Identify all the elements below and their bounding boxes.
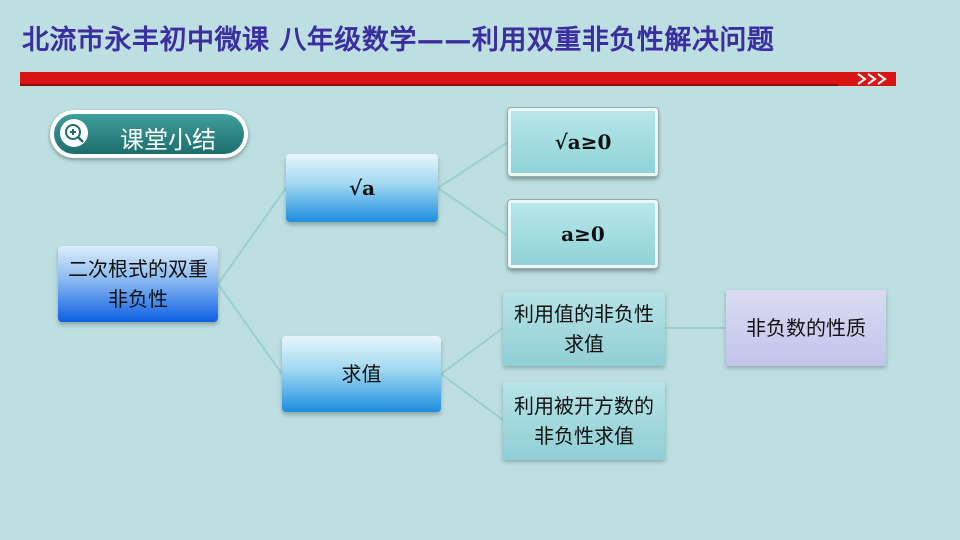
- section-badge: 课堂小结: [50, 110, 248, 158]
- node-use-radicand-nonnegativity: 利用被开方数的非负性求值: [503, 382, 665, 460]
- arrow-decoration-icon: [838, 72, 896, 86]
- node-a-nonnegative: a≥0: [508, 200, 658, 268]
- root-node: 二次根式的双重非负性: [58, 246, 218, 322]
- node-use-value-nonnegativity: 利用值的非负性求值: [503, 292, 665, 366]
- header-divider-bar: [20, 72, 846, 86]
- page-title: 北流市永丰初中微课 八年级数学——利用双重非负性解决问题: [22, 25, 775, 56]
- node-nonnegative-property: 非负数的性质: [726, 290, 886, 366]
- node-sqrt-a-nonnegative: √a≥0: [508, 108, 658, 176]
- node-sqrt-a: √a: [286, 154, 438, 222]
- zoom-in-icon: [60, 119, 88, 147]
- section-label: 课堂小结: [120, 126, 216, 154]
- node-qiuzhi: 求值: [282, 336, 441, 412]
